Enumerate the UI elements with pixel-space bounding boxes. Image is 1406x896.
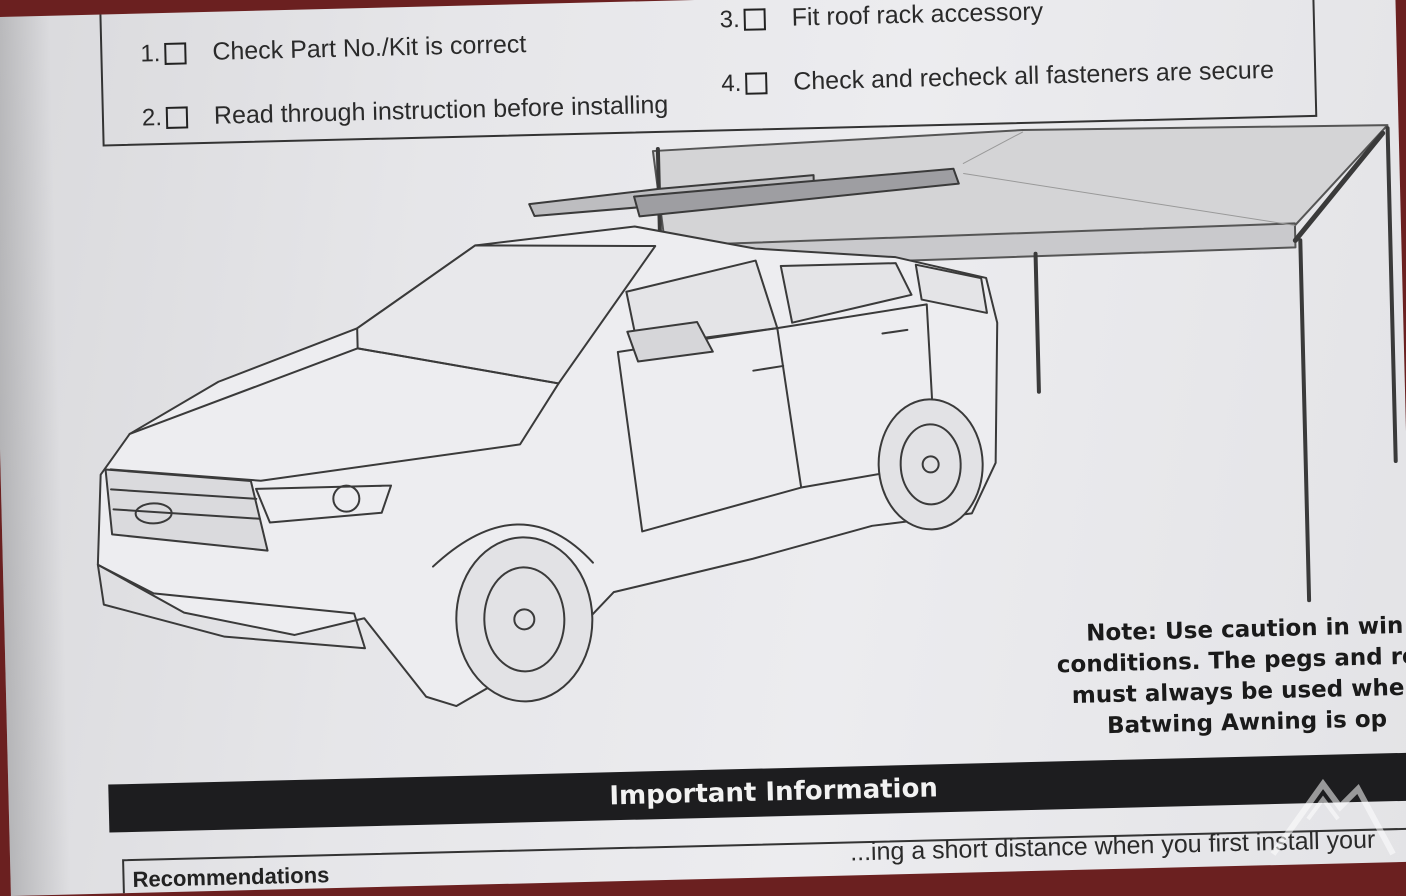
wind-caution-note: Note: Use caution in win conditions. The… — [1044, 610, 1406, 744]
rear-wheel — [877, 398, 984, 531]
awning-pole — [1385, 126, 1398, 464]
suv-body — [96, 225, 999, 708]
recommendations-title: Recommendations — [132, 862, 330, 892]
mountain-logo-icon — [1270, 778, 1396, 856]
awning-pole — [1298, 238, 1312, 603]
awning-pole — [1033, 251, 1041, 394]
front-wheel — [455, 536, 594, 703]
awning-canopy — [651, 124, 1389, 247]
side-mirror — [626, 321, 714, 363]
awning-bag — [633, 167, 960, 218]
awning-strut — [1292, 130, 1386, 243]
